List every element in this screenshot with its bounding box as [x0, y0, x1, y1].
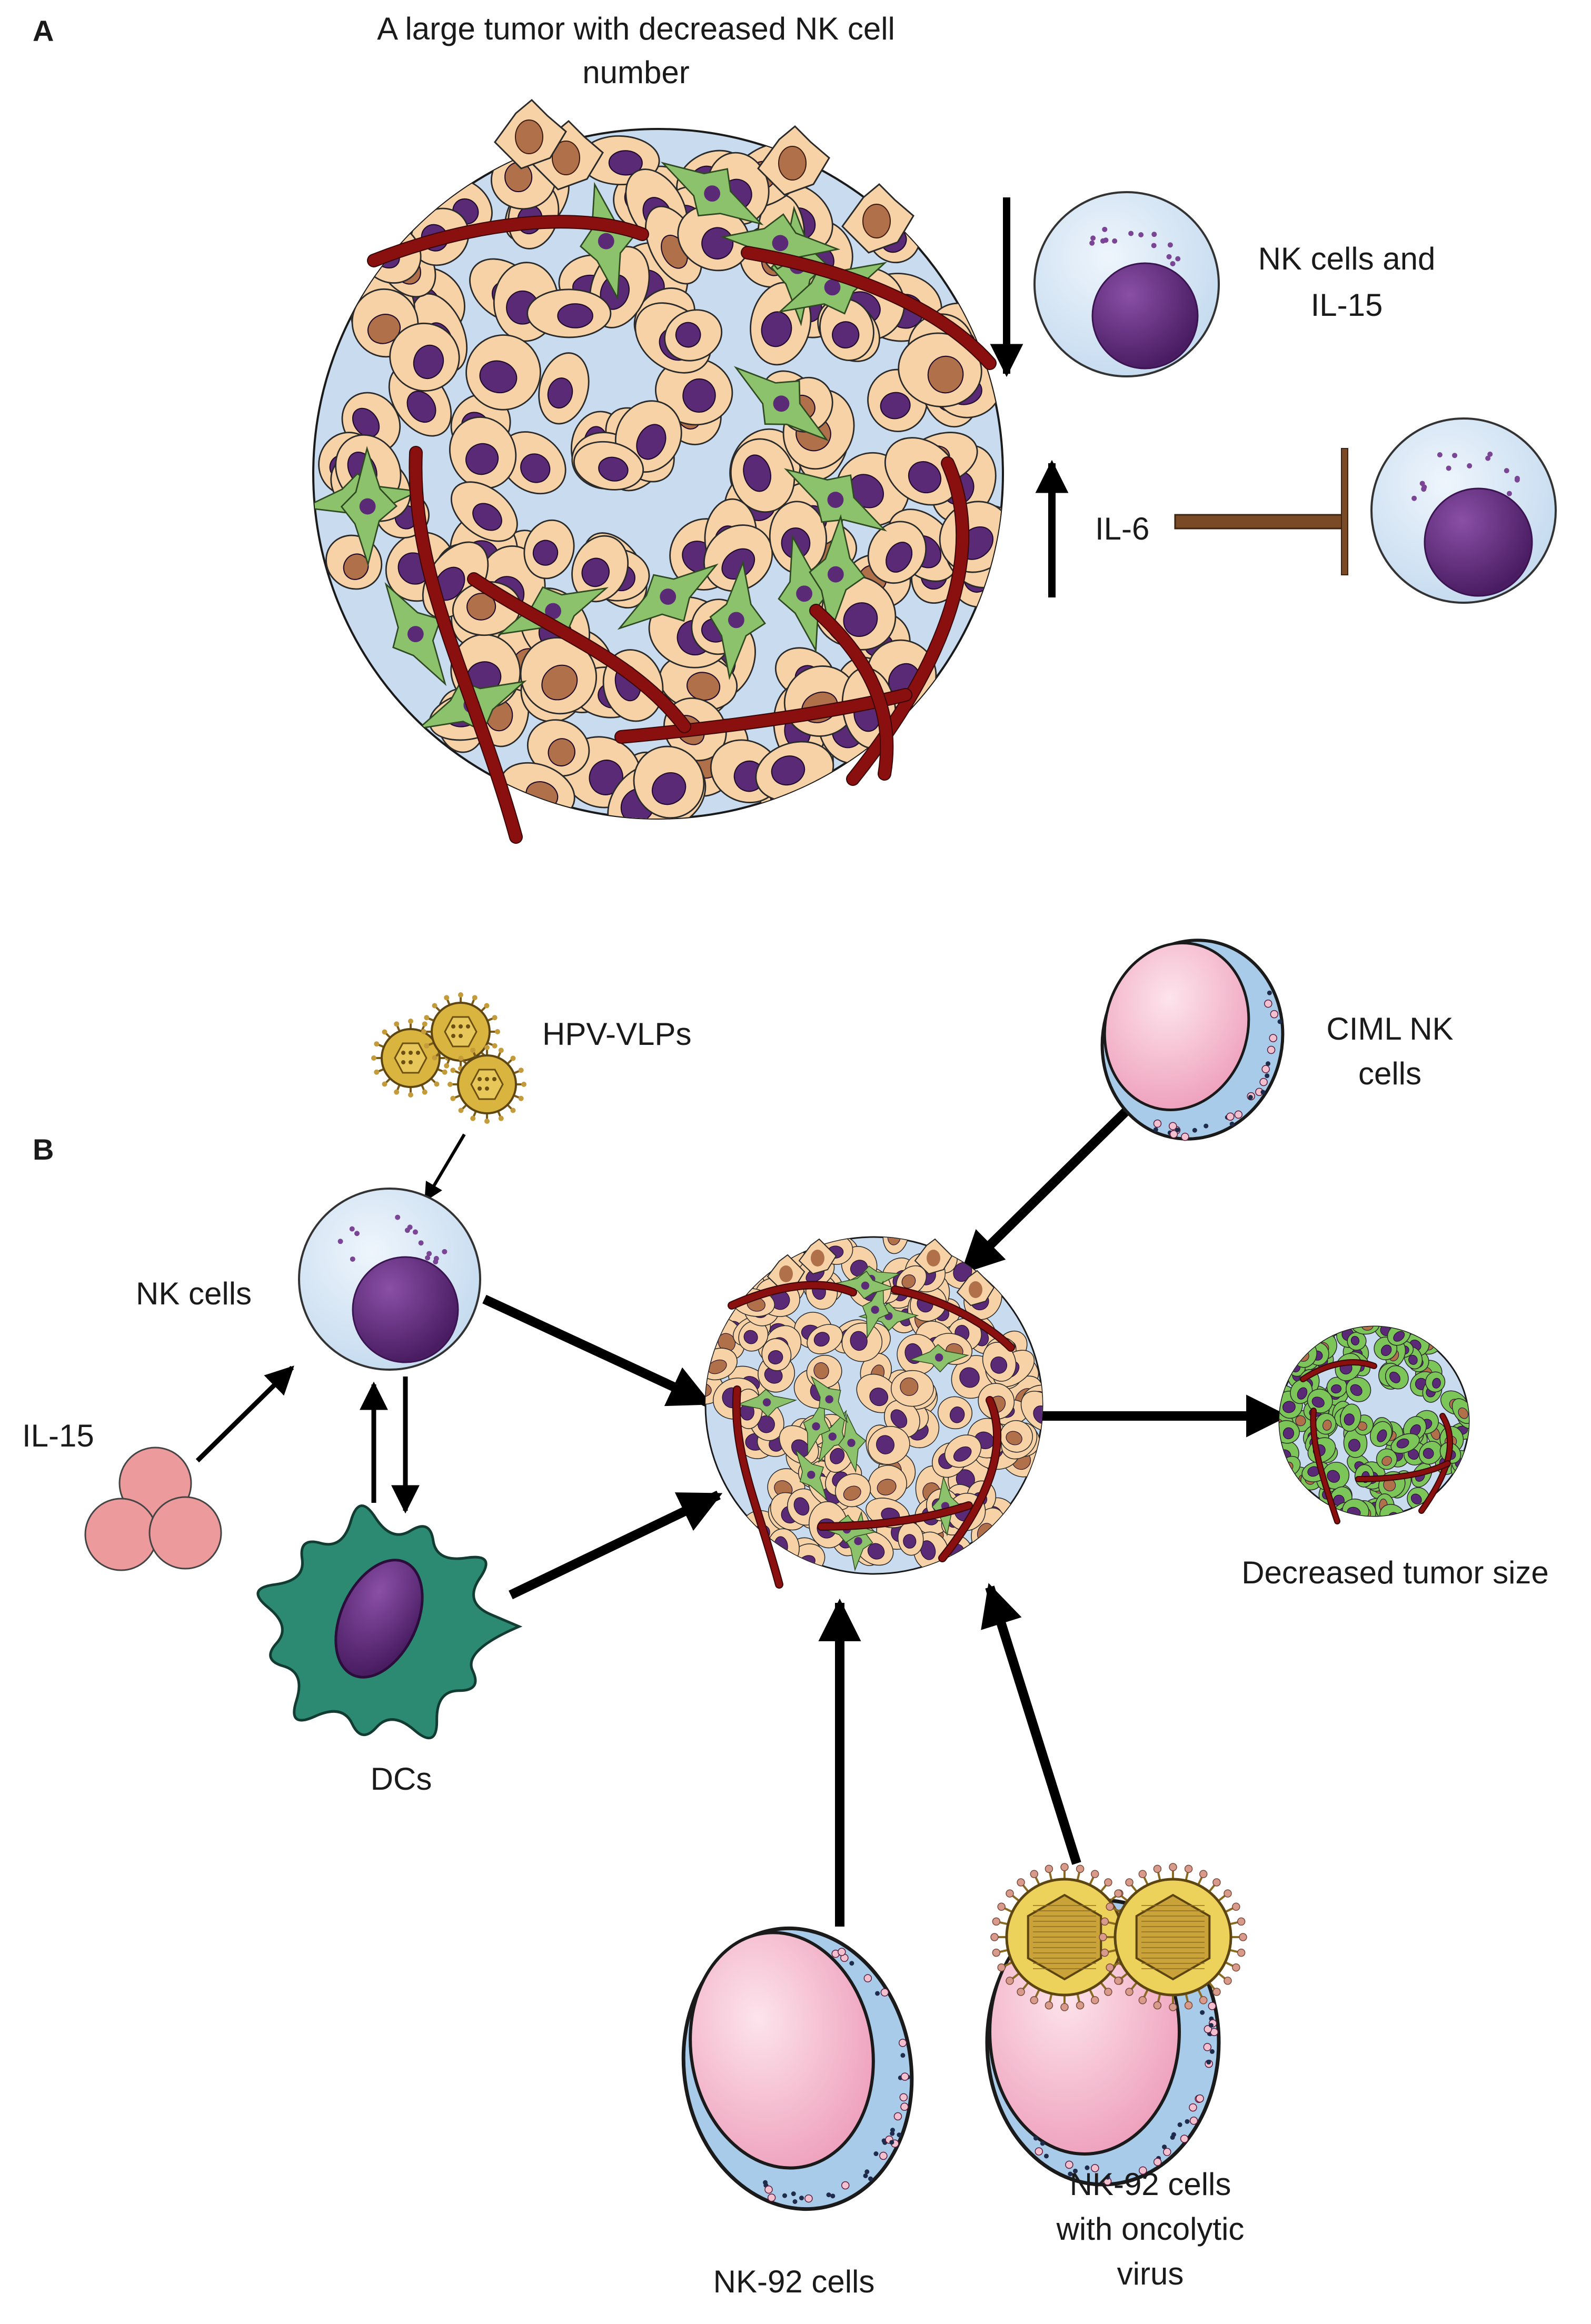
il6-inhibition-bar: [1174, 448, 1348, 575]
dcs-label: DCs: [371, 1761, 432, 1797]
il15-molecules: [84, 1447, 222, 1571]
nk-cells-label: NK cells: [136, 1276, 252, 1311]
nk92-virus-cell: [985, 1863, 1247, 2187]
nk92v-label-line2: with oncolytic: [1056, 2211, 1245, 2247]
ciml-to-tumor-arrow: [960, 1104, 1133, 1275]
small-tumor: [1278, 1325, 1470, 1524]
dc-to-tumor-arrow: [509, 1490, 723, 1600]
hpv-to-nk-arrow: [424, 1133, 466, 1202]
il6-label: IL-6: [1095, 511, 1149, 546]
ciml-nk-cell: [1100, 939, 1285, 1141]
nk92v-label-line1: NK-92 cells: [1070, 2167, 1231, 2202]
nk-il15-label-line2: IL-15: [1311, 287, 1383, 323]
treated-tumor: [704, 1236, 1043, 1589]
nk-cell-b: [298, 1188, 481, 1371]
hpv-vlp-cluster: [371, 992, 526, 1124]
nk-cell-a1: [1033, 191, 1220, 377]
oncolytic-virus: [990, 1863, 1247, 2011]
il15-label: IL-15: [22, 1418, 94, 1453]
nk92v-to-tumor-arrow: [981, 1583, 1081, 1865]
hpv-vlps-label: HPV-VLPs: [542, 1016, 691, 1052]
panel-a-title-line1: A large tumor with decreased NK cell: [377, 11, 895, 46]
panel-b-letter: B: [33, 1133, 54, 1166]
il15-to-nk-arrow: [195, 1365, 294, 1463]
nk-cell-a2: [1370, 417, 1557, 604]
nk92-cell: [681, 1926, 914, 2211]
nk-il15-label-line1: NK cells and: [1258, 241, 1436, 276]
ciml-label-line2: cells: [1358, 1056, 1421, 1091]
nk92v-label-line3: virus: [1117, 2256, 1184, 2291]
panel-a-letter: A: [33, 14, 54, 47]
panel-a-title-line2: number: [582, 55, 689, 90]
ciml-label-line1: CIML NK: [1326, 1011, 1453, 1046]
large-tumor: [312, 98, 1004, 844]
nk92-label: NK-92 cells: [713, 2264, 875, 2299]
dendritic-cell: [256, 1504, 523, 1740]
decreased-tumor-label: Decreased tumor size: [1241, 1555, 1549, 1590]
nk-to-tumor-arrow: [482, 1294, 712, 1408]
